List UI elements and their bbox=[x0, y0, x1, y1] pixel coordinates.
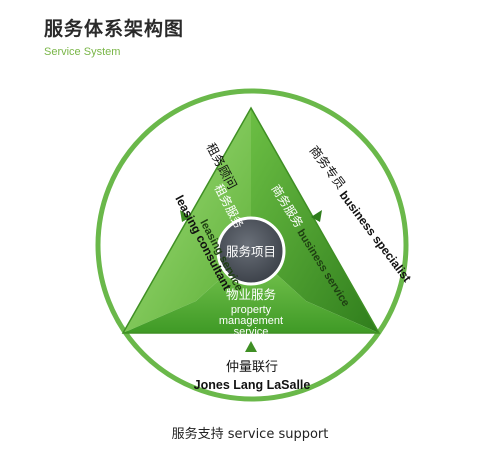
arrow-bottom-icon bbox=[245, 341, 257, 352]
property-service-en-line3: service bbox=[234, 326, 269, 338]
page-subtitle: Service System bbox=[44, 46, 121, 58]
header: 服务体系架构图 Service System bbox=[44, 14, 184, 58]
support-en: Jones Lang LaSalle bbox=[194, 378, 311, 392]
support-cn: 仲量联行 bbox=[226, 360, 278, 375]
triangle-outline bbox=[121, 106, 381, 334]
property-segment bbox=[123, 251, 379, 333]
property-service-en-line2: management bbox=[219, 315, 283, 327]
center-label: 服务项目 bbox=[226, 244, 276, 259]
arrow-left-icon bbox=[180, 210, 191, 222]
service-support-caption: 服务支持 service support bbox=[171, 427, 329, 442]
property-service-en-line1: property bbox=[231, 304, 272, 316]
property-service-cn: 物业服务 bbox=[226, 287, 276, 302]
center-circle bbox=[216, 216, 286, 286]
arrow-right-icon bbox=[311, 210, 322, 222]
page-title: 服务体系架构图 bbox=[44, 18, 185, 40]
